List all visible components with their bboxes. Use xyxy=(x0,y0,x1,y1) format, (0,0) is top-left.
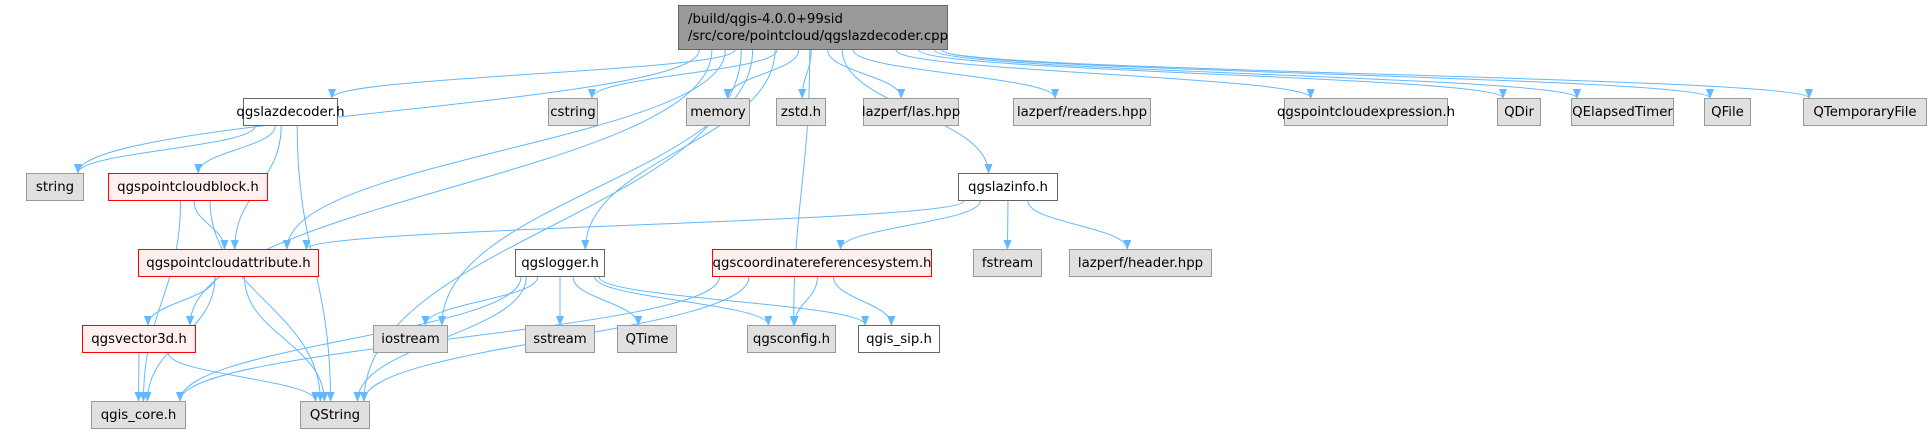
edge-qgslogger_h-to-QTime xyxy=(572,276,643,326)
edge-root-to-qgsconfig_h xyxy=(789,49,811,326)
node-label: qgis_core.h xyxy=(100,407,177,423)
node-qgsvector3d-h[interactable]: qgsvector3d.h xyxy=(82,325,196,353)
node-qdir[interactable]: QDir xyxy=(1497,98,1541,126)
node-cstring[interactable]: cstring xyxy=(548,98,598,126)
edge-root-to-iostream xyxy=(438,49,754,326)
edge-root-to-qgslogger_h xyxy=(581,49,776,250)
edge-qgscrs-to-qgis_sip_h xyxy=(833,276,896,326)
node-qgsconfig-h[interactable]: qgsconfig.h xyxy=(747,325,836,353)
edge-qgslazdecoder_h-to-string xyxy=(74,125,256,174)
edge-root-to-QFile xyxy=(941,49,1714,99)
node-label: QTemporaryFile xyxy=(1813,104,1917,120)
node-qgspointcloudexpression-h[interactable]: qgspointcloudexpression.h xyxy=(1277,98,1455,126)
node-label: lazperf/header.hpp xyxy=(1077,255,1204,271)
node-label: qgspointcloudblock.h xyxy=(117,179,259,195)
node-label: qgslazdecoder.h xyxy=(236,104,345,120)
edge-qgslazinfo_h-to-qgscrs xyxy=(836,200,981,250)
node-qstring[interactable]: QString xyxy=(300,401,370,429)
node-iostream[interactable]: iostream xyxy=(373,325,448,353)
edge-qgspointcloudattribute-to-qgsvector3d xyxy=(143,276,216,326)
node-label: lazperf/las.hpp xyxy=(861,104,961,120)
node-label: qgslogger.h xyxy=(521,255,599,271)
node-label: string xyxy=(35,179,75,195)
edge-root-to-memory xyxy=(723,49,800,99)
edge-qgspointcloudattribute-to-QString xyxy=(243,276,329,402)
node-lazperf-header-hpp[interactable]: lazperf/header.hpp xyxy=(1069,249,1212,277)
edge-qgscrs-to-qgis_core_h xyxy=(176,276,720,402)
node-label: QElapsedTimer xyxy=(1572,104,1673,120)
node-label: sstream xyxy=(533,331,587,347)
edge-root-to-qgspointcloudattribute xyxy=(282,49,726,250)
node-label: qgspointcloudexpression.h xyxy=(1276,104,1456,120)
node-qgslogger-h[interactable]: qgslogger.h xyxy=(515,249,605,277)
edge-root-to-lazperf_readers xyxy=(852,49,1060,99)
edge-root-to-QElapsedTimer xyxy=(933,49,1581,99)
edge-root-to-cstring xyxy=(588,49,778,99)
edge-qgspointcloudblock-to-QString xyxy=(209,200,325,402)
node-fstream[interactable]: fstream xyxy=(973,249,1042,277)
node-label: QString xyxy=(309,407,361,423)
node-qgspointcloudattribute-h[interactable]: qgspointcloudattribute.h xyxy=(138,249,319,277)
node-qtemporaryfile[interactable]: QTemporaryFile xyxy=(1803,98,1927,126)
node-zstd-h[interactable]: zstd.h xyxy=(776,98,826,126)
node-memory[interactable]: memory xyxy=(686,98,750,126)
edge-qgsvector3d-to-QString xyxy=(167,352,320,402)
node-lazperf-readers-hpp[interactable]: lazperf/readers.hpp xyxy=(1013,98,1151,126)
node-label: memory xyxy=(690,104,746,120)
edge-qgslogger_h-to-qgis_sip_h xyxy=(598,276,869,326)
edge-qgslogger_h-to-qgis_core_h xyxy=(176,276,522,402)
node-qgscoordinatereferencesystem-h[interactable]: qgscoordinatereferencesystem.h xyxy=(712,249,932,277)
node-label: cstring xyxy=(550,104,596,120)
node-label: QFile xyxy=(1711,104,1744,120)
node-qfile[interactable]: QFile xyxy=(1704,98,1751,126)
node-qgis-core-h[interactable]: qgis_core.h xyxy=(91,401,186,429)
node-label: QDir xyxy=(1504,104,1534,120)
node-label: iostream xyxy=(381,331,440,347)
node-qgis-sip-h[interactable]: qgis_sip.h xyxy=(858,325,940,353)
edge-qgslazdecoder_h-to-qgspointcloudblock xyxy=(194,125,276,174)
node-label: qgsconfig.h xyxy=(752,331,831,347)
node-qelapsedtimer[interactable]: QElapsedTimer xyxy=(1571,98,1674,126)
edge-qgslazinfo_h-to-lazperf_header xyxy=(1027,200,1132,250)
edge-root-to-qgspointcloudexpression xyxy=(895,49,1315,99)
node-label: lazperf/readers.hpp xyxy=(1016,104,1148,120)
node-qtime[interactable]: QTime xyxy=(617,325,677,353)
root-file-path-line1: /build/qgis-4.0.0+99sid xyxy=(688,11,843,27)
edge-root-to-QDir xyxy=(918,49,1507,99)
node-label: zstd.h xyxy=(780,104,822,120)
node-qgslazdecoder-h[interactable]: qgslazdecoder.h xyxy=(236,98,345,126)
edge-qgspointcloudblock-to-qgspointcloudattribute xyxy=(193,200,229,250)
root-file-path-line2: /src/core/pointcloud/qgslazdecoder.cpp xyxy=(688,28,949,44)
edge-root-to-QTemporaryFile xyxy=(941,49,1813,99)
edge-root-to-qgslazdecoder_h xyxy=(328,49,736,99)
root-file-node[interactable]: /build/qgis-4.0.0+99sid /src/core/pointc… xyxy=(678,5,948,50)
edge-qgslogger_h-to-iostream xyxy=(421,276,539,326)
edge-root-to-zstd_h xyxy=(798,49,812,99)
edge-qgslazinfo_h-to-qgspointcloudattribute xyxy=(302,200,965,250)
node-qgslazinfo-h[interactable]: qgslazinfo.h xyxy=(958,173,1058,201)
node-string[interactable]: string xyxy=(26,173,84,201)
node-label: qgslazinfo.h xyxy=(968,179,1048,195)
node-qgspointcloudblock-h[interactable]: qgspointcloudblock.h xyxy=(108,173,268,201)
node-label: qgspointcloudattribute.h xyxy=(146,255,311,271)
node-sstream[interactable]: sstream xyxy=(525,325,595,353)
node-label: qgis_sip.h xyxy=(866,331,932,347)
node-lazperf-las-hpp[interactable]: lazperf/las.hpp xyxy=(861,98,961,126)
node-label: QTime xyxy=(625,331,669,347)
node-label: fstream xyxy=(981,255,1034,271)
node-label: qgsvector3d.h xyxy=(91,331,187,347)
edge-qgscrs-to-qgsconfig_h xyxy=(790,276,818,326)
edge-qgspointcloudblock-to-qgis_core_h xyxy=(139,200,182,402)
edge-root-to-qgsvector3d xyxy=(186,49,713,326)
node-label: qgscoordinatereferencesystem.h xyxy=(712,255,932,271)
edge-root-to-string xyxy=(74,49,700,174)
edge-root-to-lazperf_las xyxy=(827,49,906,99)
